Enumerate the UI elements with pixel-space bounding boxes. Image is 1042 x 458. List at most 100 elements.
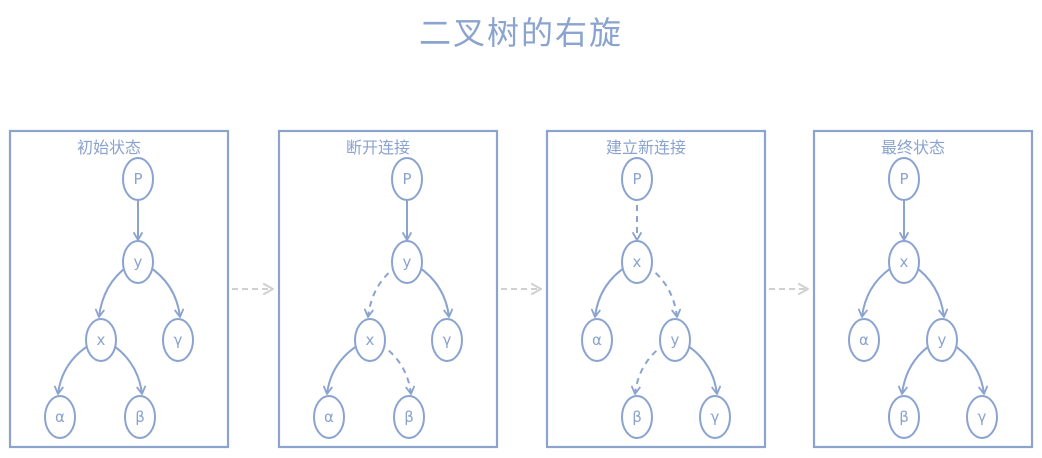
- node-shape: [391, 157, 423, 201]
- node-gamma: γ: [699, 395, 731, 439]
- node-shape: [162, 318, 194, 362]
- node-label: y: [403, 253, 412, 271]
- node-shape: [966, 395, 998, 439]
- panel-frame: [812, 129, 1034, 449]
- node-label: α: [324, 408, 334, 426]
- node-shape: [699, 395, 731, 439]
- node-alpha: α: [313, 395, 345, 439]
- node-beta: β: [124, 395, 156, 439]
- node-label: x: [366, 331, 375, 349]
- node-shape: [581, 318, 613, 362]
- node-y: y: [391, 240, 423, 284]
- node-y: y: [659, 318, 691, 362]
- panel-label: 建立新连接: [606, 138, 686, 157]
- node-P: P: [122, 157, 154, 201]
- node-label: y: [671, 331, 680, 349]
- node-shape: [888, 395, 920, 439]
- node-label: P: [133, 170, 142, 188]
- node-shape: [888, 157, 920, 201]
- node-shape: [431, 318, 463, 362]
- panel-frame: [545, 129, 767, 449]
- diagram-title: 二叉树的右旋: [418, 14, 623, 52]
- edge-y-gamma: [951, 343, 989, 395]
- edge-y-x: [363, 265, 398, 318]
- node-x: x: [621, 240, 653, 284]
- node-shape: [122, 240, 154, 284]
- node-shape: [44, 395, 76, 439]
- node-label: β: [135, 408, 145, 426]
- edge-x-y: [646, 265, 682, 318]
- node-label: P: [402, 170, 411, 188]
- panel-4: 最终状态 Px α y β γ: [812, 129, 1034, 449]
- panel-1: 初始状态 Py x γ α β: [8, 129, 230, 449]
- node-beta: β: [888, 395, 920, 439]
- node-gamma: γ: [162, 318, 194, 362]
- edge-y-gamma: [147, 265, 185, 318]
- node-P: P: [621, 157, 653, 201]
- panel-3: 建立新连接 Px α y β γ: [545, 129, 767, 449]
- panel-frame: [8, 129, 230, 449]
- node-shape: [391, 240, 423, 284]
- node-y: y: [122, 240, 154, 284]
- node-label: y: [134, 253, 143, 271]
- node-label: γ: [443, 331, 452, 349]
- node-P: P: [888, 157, 920, 201]
- node-shape: [85, 318, 117, 362]
- node-shape: [393, 395, 425, 439]
- node-label: γ: [711, 408, 720, 426]
- node-shape: [659, 318, 691, 362]
- node-shape: [621, 395, 653, 439]
- panel-label: 断开连接: [346, 138, 410, 157]
- panel-label: 初始状态: [77, 138, 141, 157]
- edge-y-beta: [630, 343, 666, 395]
- node-alpha: α: [44, 395, 76, 439]
- edge-x-alpha: [857, 265, 895, 318]
- node-label: β: [899, 408, 909, 426]
- node-label: α: [859, 331, 869, 349]
- node-label: P: [899, 170, 908, 188]
- node-alpha: α: [581, 318, 613, 362]
- node-shape: [621, 240, 653, 284]
- node-shape: [122, 157, 154, 201]
- node-x: x: [354, 318, 386, 362]
- node-beta: β: [621, 395, 653, 439]
- node-P: P: [391, 157, 423, 201]
- panel-label: 最终状态: [881, 138, 945, 157]
- edge-x-alpha: [322, 343, 361, 395]
- edge-x-beta: [379, 343, 416, 395]
- node-label: x: [97, 331, 106, 349]
- edge-y-beta: [897, 343, 933, 395]
- node-shape: [313, 395, 345, 439]
- node-shape: [124, 395, 156, 439]
- node-label: x: [633, 253, 642, 271]
- edge-x-y: [913, 265, 949, 318]
- node-shape: [926, 318, 958, 362]
- node-x: x: [888, 240, 920, 284]
- node-gamma: γ: [966, 395, 998, 439]
- node-shape: [354, 318, 386, 362]
- node-label: β: [632, 408, 642, 426]
- node-label: α: [55, 408, 65, 426]
- node-label: β: [404, 408, 414, 426]
- node-label: γ: [174, 331, 183, 349]
- node-label: x: [900, 253, 909, 271]
- node-label: γ: [978, 408, 987, 426]
- edge-x-beta: [110, 343, 147, 395]
- node-x: x: [85, 318, 117, 362]
- node-label: α: [592, 331, 602, 349]
- edge-x-alpha: [590, 265, 628, 318]
- node-label: y: [938, 331, 947, 349]
- node-shape: [848, 318, 880, 362]
- node-alpha: α: [848, 318, 880, 362]
- edge-y-x: [94, 265, 129, 318]
- node-shape: [888, 240, 920, 284]
- panel-frame: [277, 129, 499, 449]
- node-gamma: γ: [431, 318, 463, 362]
- node-label: P: [632, 170, 641, 188]
- node-shape: [621, 157, 653, 201]
- panel-2: 断开连接 Py x γ α β: [277, 129, 499, 449]
- edge-y-gamma: [684, 343, 722, 395]
- node-beta: β: [393, 395, 425, 439]
- node-y: y: [926, 318, 958, 362]
